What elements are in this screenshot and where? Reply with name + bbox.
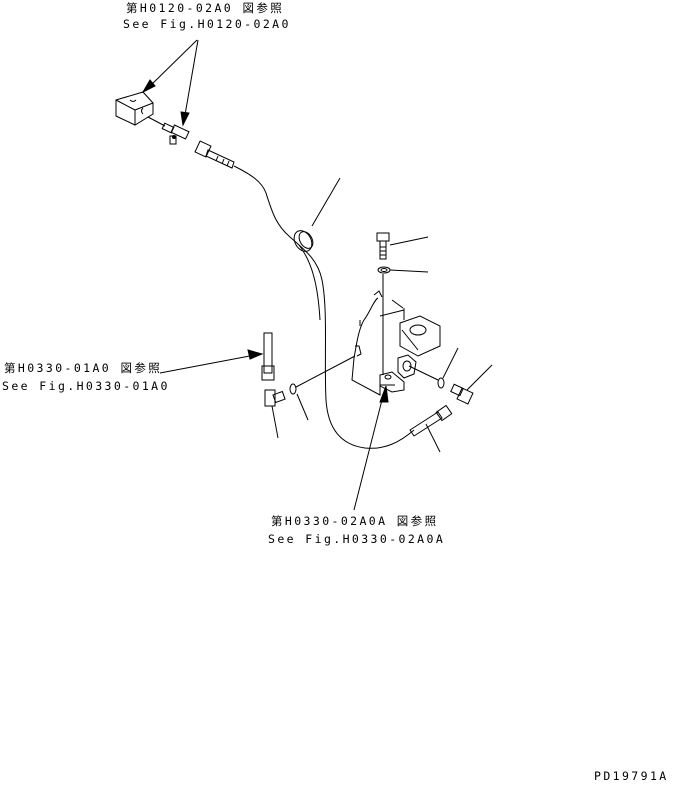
tee-fitting xyxy=(162,123,189,144)
o-ring-left xyxy=(290,356,355,420)
hose xyxy=(234,166,414,448)
elbow-left xyxy=(265,390,285,438)
o-ring-right xyxy=(409,348,458,388)
valve-body xyxy=(352,291,440,395)
ref-label-h0120-jp: 第H0120-02A0 図参照 xyxy=(126,1,285,15)
leader-arrows-h0120 xyxy=(143,40,198,125)
ref-label-h0330-02-jp: 第H0330-02A0A 図参照 xyxy=(271,514,439,528)
ref-label-h0330-01-jp: 第H0330-01A0 図参照 xyxy=(4,361,163,375)
solenoid-block xyxy=(116,92,165,126)
hose-fitting xyxy=(195,141,234,168)
ref-label-h0330-01-en: See Fig.H0330-01A0 xyxy=(2,379,170,393)
figure-id: PD19791A xyxy=(594,769,669,783)
pipe-left xyxy=(160,333,274,380)
hose-fitting-right xyxy=(410,405,452,452)
ref-label-h0120-en: See Fig.H0120-02A0 xyxy=(123,17,291,31)
bolt xyxy=(377,233,428,259)
hose-inner xyxy=(299,245,320,320)
washer xyxy=(378,267,428,273)
elbow-right xyxy=(451,365,492,404)
clamp xyxy=(291,178,340,255)
leader-arrow-h0330-02 xyxy=(354,386,388,510)
ref-label-h0330-02-en: See Fig.H0330-02A0A xyxy=(268,532,446,546)
